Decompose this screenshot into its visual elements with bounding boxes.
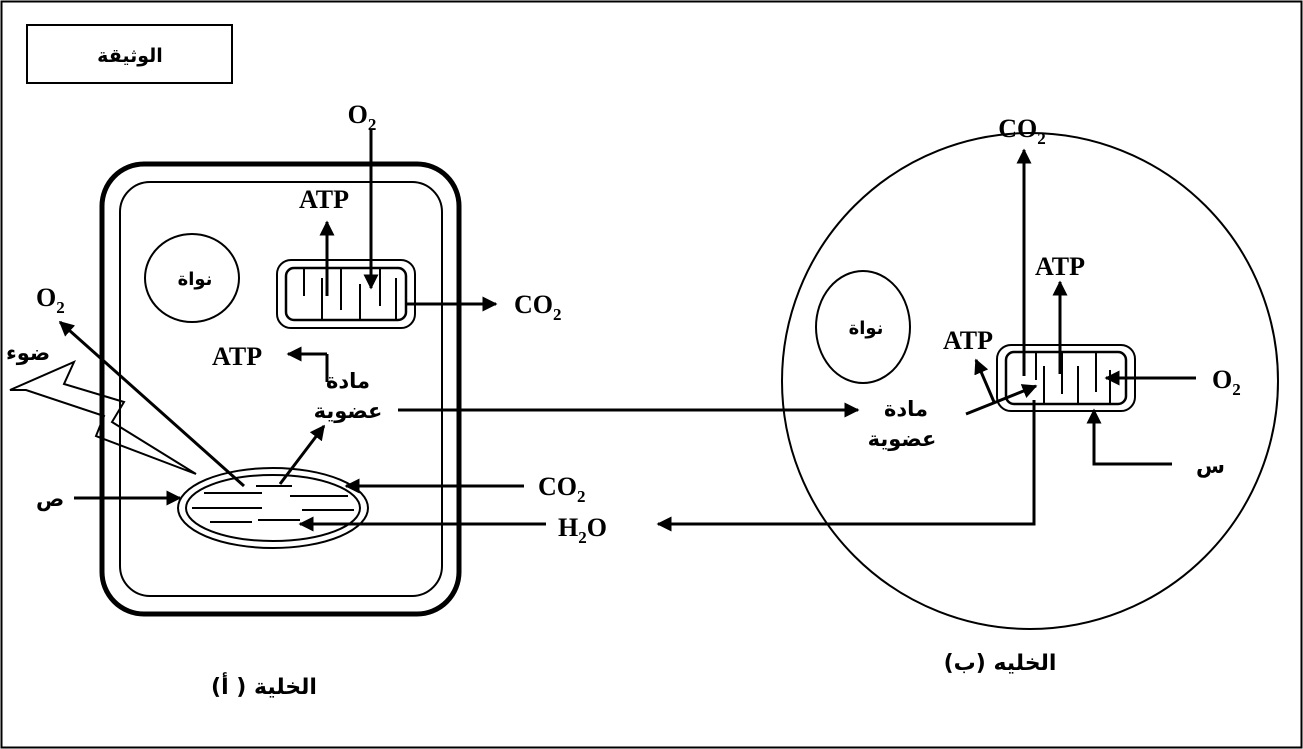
- h2o-label: H2O: [558, 513, 607, 547]
- arrow-organic-into-mitochondrion: [965, 384, 1038, 416]
- x-marker-label: س: [1196, 454, 1225, 478]
- cell-b-nucleus-label: نواة: [849, 318, 884, 339]
- organic-matter-a-line1: مادة: [326, 369, 370, 393]
- co2-in-label: CO2: [538, 472, 586, 506]
- document-label: الوثيقة: [97, 45, 163, 67]
- co2-mito-label: CO2: [514, 290, 562, 324]
- cell-b-nucleus: [815, 270, 911, 384]
- cell-a-nucleus: [144, 233, 240, 323]
- cell-b: نواة CO2 ATP ATP O2 س مادة عضوية الخليه …: [656, 114, 1279, 676]
- atp-left-label: ATP: [212, 342, 262, 371]
- organic-matter-a-line2: عضوية: [314, 399, 383, 423]
- atp-right-label: ATP: [1035, 252, 1085, 281]
- o2-left-label: O2: [36, 283, 65, 317]
- cell-a: نواة: [6, 100, 607, 700]
- arrow-atp-left-up: [974, 358, 996, 403]
- light-label: ضوء: [6, 341, 50, 365]
- o2-top-label: O2: [348, 100, 377, 134]
- atp-left-label-b: ATP: [943, 326, 993, 355]
- light-bolt: [9, 360, 197, 475]
- cell-b-membrane: [781, 132, 1279, 630]
- co2-top-label: CO2: [998, 114, 1046, 148]
- organic-matter-b-line1: مادة: [884, 397, 928, 421]
- cell-a-mitochondrion: [276, 259, 416, 329]
- chloroplast-marker-label: ص: [36, 487, 64, 511]
- cell-a-wall: [99, 161, 462, 617]
- document-label-box: [26, 24, 233, 84]
- arrow-organic-matter-out: [278, 424, 326, 485]
- arrow-h2o-out: [656, 400, 1036, 532]
- atp-top-label: ATP: [299, 185, 349, 214]
- arrow-o2-out: [58, 320, 245, 488]
- cell-a-chloroplast: [177, 467, 369, 549]
- arrow-x-into-mitochondrion: [1086, 408, 1172, 466]
- organic-matter-b-line2: عضوية: [868, 427, 937, 451]
- o2-in-label: O2: [1212, 365, 1241, 399]
- cell-a-caption: الخلية ( أ): [211, 671, 317, 700]
- cell-a-nucleus-label: نواة: [178, 269, 213, 290]
- cell-a-membrane: [119, 181, 443, 597]
- cell-b-caption: الخليه (ب): [944, 651, 1057, 676]
